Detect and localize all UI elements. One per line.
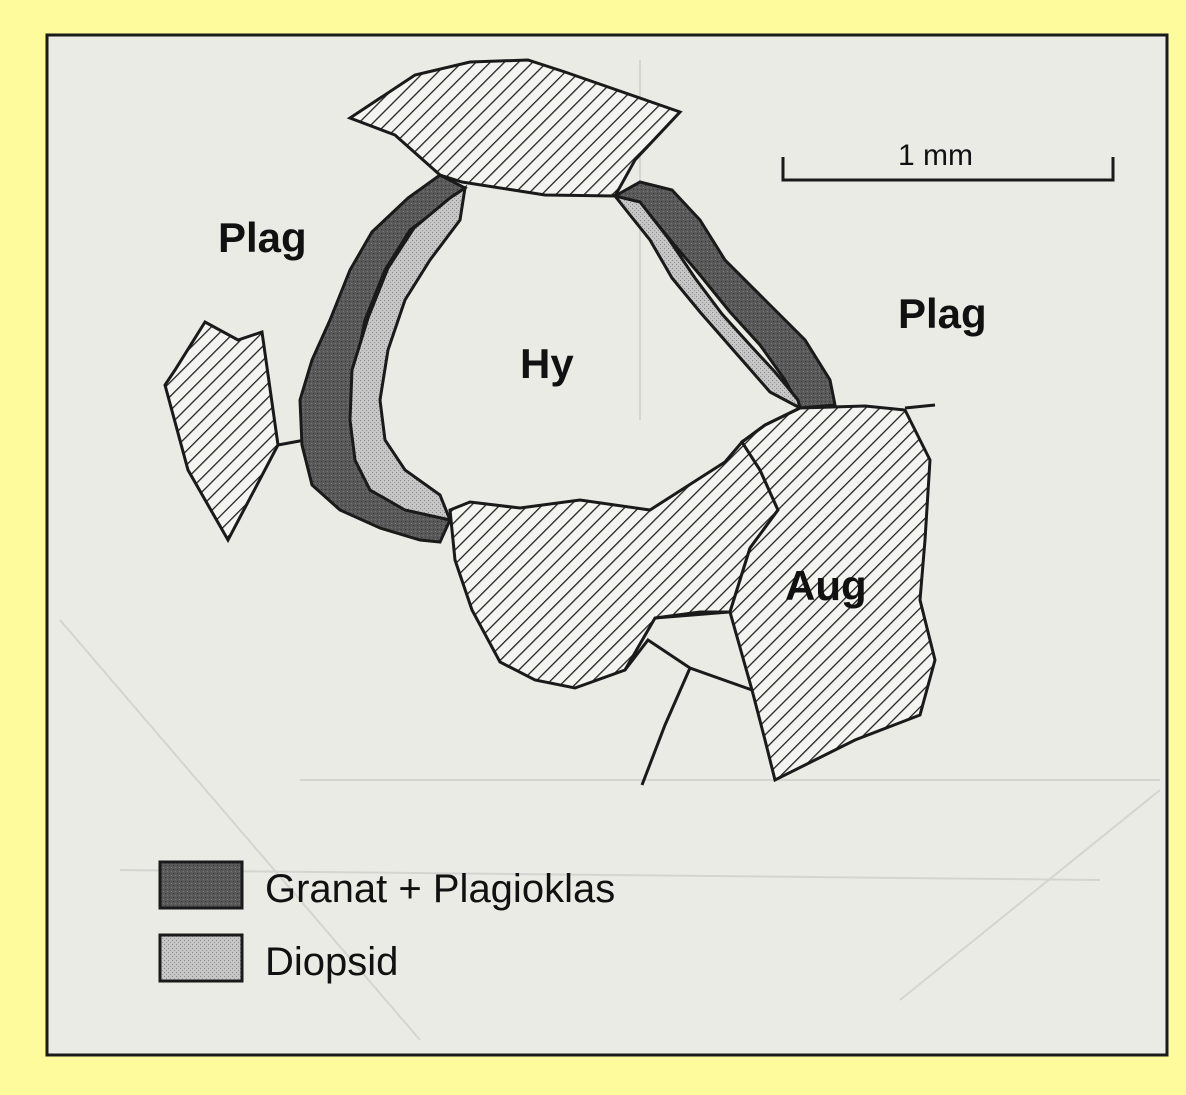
legend-swatch-granat	[160, 862, 242, 908]
label-aug: Aug	[785, 562, 867, 609]
legend-label-granat: Granat + Plagioklas	[265, 867, 615, 911]
legend-swatch-diopsid	[160, 935, 242, 981]
label-plag-right: Plag	[898, 290, 987, 337]
scale-bar-label: 1 mm	[898, 139, 973, 172]
legend-label-diopsid: Diopsid	[265, 940, 398, 984]
label-hy: Hy	[520, 340, 574, 387]
label-plag-left: Plag	[218, 214, 307, 261]
